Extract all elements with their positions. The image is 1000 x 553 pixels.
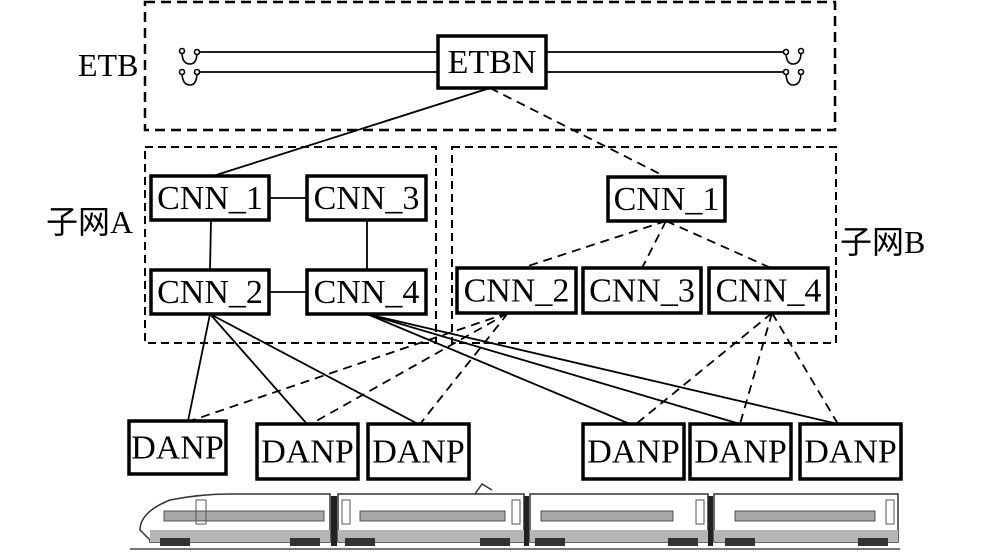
node-label: CNN_4 — [314, 274, 420, 311]
node-label: CNN_2 — [157, 274, 263, 311]
node-a-cnn4: CNN_4 — [305, 268, 428, 316]
node-danp6: DANP — [798, 422, 903, 481]
node-label: CNN_3 — [314, 180, 420, 217]
node-a-cnn3: CNN_3 — [305, 174, 428, 222]
subnet-b-region — [451, 146, 837, 344]
node-box — [707, 266, 830, 315]
node-box — [798, 422, 903, 481]
node-label: CNN_3 — [589, 273, 695, 310]
edge-b_cnn1-b_cnn3 — [641, 220, 667, 269]
node-label: DANP — [804, 434, 897, 471]
edge-b_cnn4-danp6 — [771, 312, 839, 425]
edge-b_cnn1-b_cnn4 — [665, 220, 772, 269]
train-illustration — [130, 482, 900, 550]
edge-b_cnn4-danp4 — [635, 312, 773, 425]
edge-a_cnn4-danp6 — [366, 313, 839, 425]
edge-etbn-a_cnn1 — [212, 87, 491, 177]
node-box — [127, 419, 228, 476]
node-a-cnn2: CNN_2 — [149, 268, 271, 316]
node-danp2: DANP — [255, 422, 360, 481]
edge-b_cnn2-danp3 — [419, 312, 509, 425]
node-box — [149, 268, 271, 316]
node-b-cnn2: CNN_2 — [455, 266, 578, 315]
node-box — [606, 175, 727, 223]
node-danp3: DANP — [366, 422, 471, 481]
etb-region — [143, 0, 837, 132]
node-box — [455, 266, 578, 315]
node-box — [366, 422, 471, 481]
node-box — [688, 422, 793, 481]
edge-etbn-b_cnn1 — [489, 87, 667, 178]
node-danp1: DANP — [127, 419, 228, 476]
node-danp4: DANP — [581, 422, 686, 481]
node-box — [581, 266, 703, 315]
node-label: DANP — [261, 434, 354, 471]
node-box — [255, 422, 360, 481]
edge-a_cnn2-danp1 — [187, 313, 211, 422]
node-danp5: DANP — [688, 422, 793, 481]
node-box — [581, 422, 686, 481]
edge-b_cnn4-danp5 — [739, 312, 773, 425]
subnet-b-label: 子网B — [840, 224, 925, 260]
etb-bus — [197, 51, 786, 73]
node-box — [436, 34, 548, 90]
subnet-a-region — [144, 146, 437, 344]
node-label: DANP — [372, 434, 465, 471]
node-label: CNN_1 — [614, 181, 720, 218]
node-etbn: ETBN — [436, 34, 548, 90]
etb-label: ETB — [78, 47, 138, 83]
node-label: DANP — [587, 434, 680, 471]
node-box — [305, 268, 428, 316]
node-label: DANP — [131, 430, 224, 467]
edge-a_cnn2-danp3 — [209, 313, 419, 425]
edge-b_cnn1-b_cnn2 — [521, 220, 667, 269]
train-car-1 — [139, 493, 331, 546]
node-box — [149, 174, 271, 222]
node-b-cnn1: CNN_1 — [606, 175, 727, 223]
train-car-2 — [337, 482, 525, 546]
edge-b_cnn2-danp1 — [189, 312, 509, 422]
edge-a_cnn1-a_cnn2 — [209, 219, 212, 271]
train-car-3 — [529, 493, 709, 546]
node-label: DANP — [694, 434, 787, 471]
coupler-icon-right — [782, 47, 805, 86]
node-label: CNN_1 — [157, 180, 263, 217]
edge-a_cnn2-danp2 — [209, 313, 308, 425]
edge-a_cnn4-danp4 — [366, 313, 631, 425]
coupler-icon-left — [178, 47, 201, 86]
node-label: ETBN — [448, 44, 537, 81]
node-label: CNN_2 — [464, 273, 570, 310]
node-b-cnn3: CNN_3 — [581, 266, 703, 315]
edge-b_cnn2-danp2 — [310, 312, 509, 425]
edge-a_cnn4-danp5 — [366, 313, 741, 425]
subnet-a-label: 子网A — [46, 204, 133, 240]
node-box — [305, 174, 428, 222]
edges — [187, 87, 839, 425]
node-label: CNN_4 — [716, 273, 822, 310]
train-car-4 — [713, 493, 899, 546]
node-a-cnn1: CNN_1 — [149, 174, 271, 222]
node-b-cnn4: CNN_4 — [707, 266, 830, 315]
